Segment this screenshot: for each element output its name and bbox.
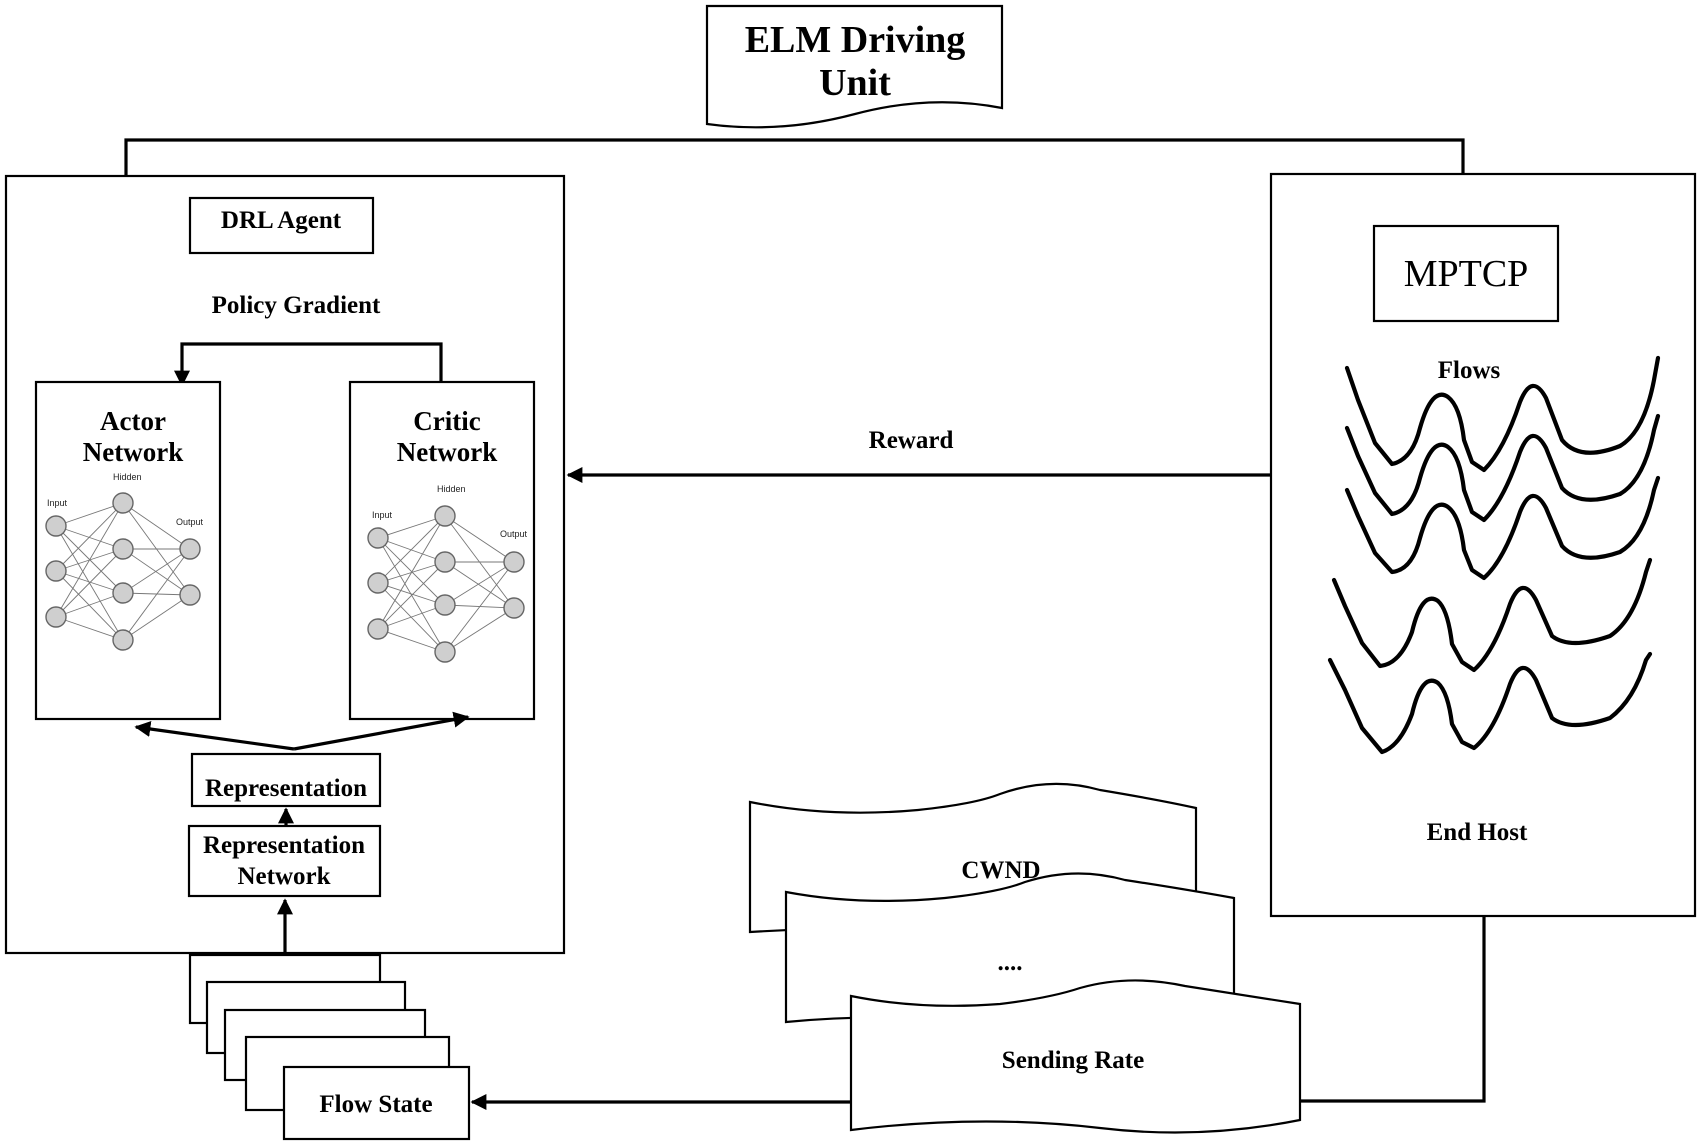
endhost-to-storage-connector (1300, 916, 1486, 1103)
reward-label: Reward (869, 427, 954, 454)
representation-to-critic-arrow (293, 711, 470, 751)
flow-state-label: Flow State (319, 1091, 432, 1118)
actor-nn-hidden-label: Hidden (113, 472, 142, 482)
actor-nn-input-label: Input (47, 498, 68, 508)
cwnd-label: CWND (961, 857, 1040, 884)
representation-label: Representation (205, 775, 367, 802)
mptcp-label: MPTCP (1404, 253, 1529, 295)
flow-waves (1327, 355, 1661, 755)
elm-title-line2: Unit (819, 62, 891, 104)
actor-nn-output-label: Output (176, 517, 204, 527)
representation-network-box: Representation Network (187, 824, 382, 898)
flow-state-stack: Flow State (188, 953, 471, 1141)
critic-network-title-line2: Network (397, 437, 497, 467)
drl-agent-label-box (188, 196, 375, 255)
elm-title-line1: ELM Driving (745, 19, 966, 61)
end-host-box: MPTCP Flows End Host (1269, 172, 1697, 918)
representation-network-line1: Representation (203, 832, 365, 859)
drl-agent-label: DRL Agent (221, 207, 342, 234)
storage-stack: CWND .... Sending Rate (748, 782, 1302, 1134)
sending-rate-label: Sending Rate (1002, 1047, 1144, 1074)
critic-nn-output-label: Output (500, 529, 528, 539)
representation-network-line2: Network (237, 863, 330, 890)
critic-nn-graphic: Input Hidden Output (367, 484, 528, 663)
flows-label: Flows (1438, 357, 1501, 384)
representation-box: Representation (190, 752, 382, 808)
actor-network-title-line2: Network (83, 437, 183, 467)
critic-nn-hidden-label: Hidden (437, 484, 466, 494)
sending-rate-storage (849, 979, 1302, 1134)
policy-gradient-arrow (174, 342, 443, 387)
policy-gradient-label: Policy Gradient (212, 292, 381, 319)
ellipsis-label: .... (998, 949, 1023, 976)
critic-nn-input-label: Input (372, 510, 393, 520)
elm-driving-unit: ELM Driving Unit (705, 4, 1004, 129)
critic-network-title-line1: Critic (413, 406, 480, 436)
mptcp-box (1372, 224, 1560, 323)
critic-network-box: Critic Network Input Hidden Output (348, 380, 536, 721)
representation-to-actor-arrow (134, 721, 295, 751)
actor-network-box: Actor Network Input Hidden Output (34, 380, 222, 721)
actor-nn-graphic: Input Hidden Output (45, 472, 204, 651)
end-host-label: End Host (1427, 819, 1528, 846)
actor-network-title-line1: Actor (100, 406, 166, 436)
